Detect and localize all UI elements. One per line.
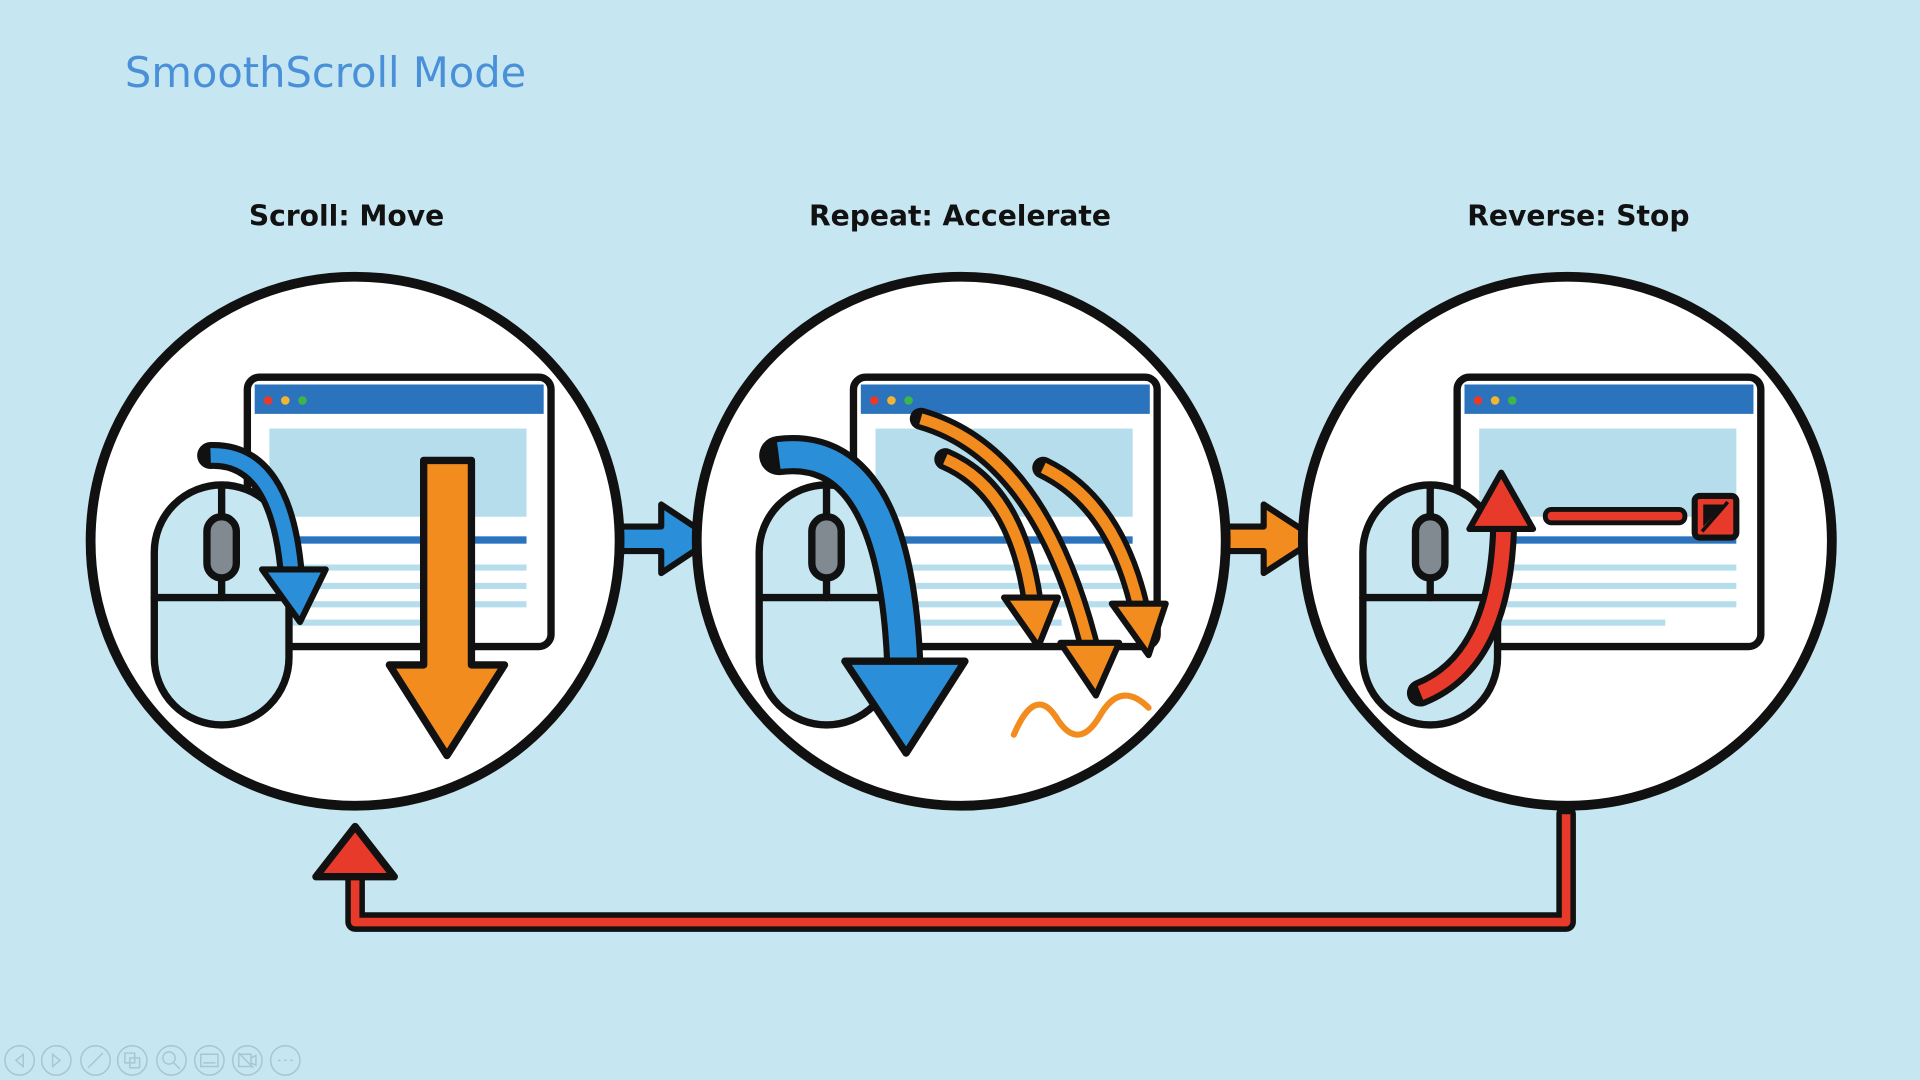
orange-down-arrow-icon (385, 456, 509, 760)
blue-arrow-right (615, 501, 716, 577)
squiggle-icon (1010, 692, 1152, 738)
camera-off-icon[interactable] (231, 1044, 263, 1076)
red-up-arrow-icon (1406, 469, 1537, 707)
orange-accelerate-arrows-icon (909, 407, 1169, 699)
previous-icon[interactable] (4, 1044, 36, 1076)
pen-icon[interactable] (80, 1044, 111, 1076)
blue-large-curved-arrow-icon (759, 435, 969, 757)
stop-bar-icon (1542, 492, 1740, 541)
red-loop-back-arrow (312, 804, 1576, 932)
more-icon[interactable] (269, 1044, 301, 1076)
step-reverse-stop (1297, 271, 1837, 811)
step-label-repeat-accelerate: Repeat: Accelerate (809, 199, 1111, 232)
zoom-icon[interactable] (156, 1044, 187, 1076)
step-scroll-move (85, 271, 625, 811)
blue-curved-arrow-icon (197, 442, 329, 626)
step-repeat-accelerate (691, 271, 1231, 811)
slides-icon[interactable] (116, 1044, 148, 1076)
presentation-toolbar (4, 1044, 301, 1076)
slide-title: SmoothScroll Mode (125, 48, 526, 97)
next-icon[interactable] (40, 1044, 72, 1076)
step-label-reverse-stop: Reverse: Stop (1467, 199, 1689, 232)
subtitles-icon[interactable] (193, 1044, 225, 1076)
step-label-scroll-move: Scroll: Move (249, 199, 444, 232)
